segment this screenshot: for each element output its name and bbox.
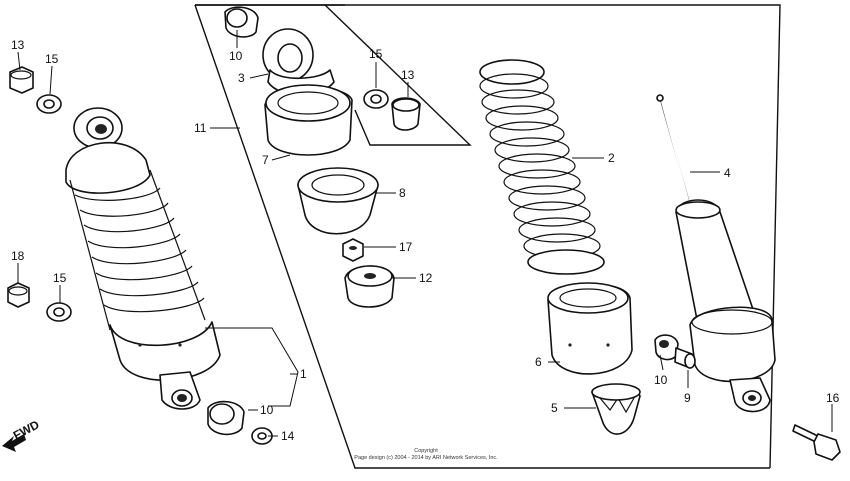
callout-16: 16: [826, 391, 840, 405]
shock-spring-part-2: [479, 59, 605, 275]
callout-6: 6: [535, 355, 542, 369]
washer-part-15-left-top: [36, 94, 62, 114]
callout-14: 14: [281, 429, 295, 443]
callout-17: 17: [399, 240, 413, 254]
adjuster-part-5: [591, 383, 641, 435]
callout-8: 8: [399, 186, 406, 200]
stopper-part-8: [297, 167, 379, 235]
nut-part-17: [342, 238, 364, 262]
upper-joint-part-3: [262, 28, 335, 96]
copyright-notice: Copyright Page design (c) 2004 - 2014 by…: [354, 448, 498, 461]
forward-direction-indicator: FWD: [2, 417, 42, 452]
bump-rubber-part-12: [344, 265, 395, 308]
bushing-part-10-right: [654, 334, 679, 361]
callout-10-top: 10: [229, 49, 243, 63]
collar-part-13-center: [391, 97, 421, 131]
leader-lines: [17, 30, 833, 437]
callout-9: 9: [684, 391, 691, 405]
callout-13-left: 13: [11, 38, 25, 52]
callout-12: 12: [419, 271, 433, 285]
spring-seat-part-7: [264, 84, 353, 156]
damper-unit-part-4: [656, 94, 776, 413]
callout-15-left-top: 15: [45, 52, 59, 66]
copyright-line-1: Copyright: [414, 448, 438, 454]
bolt-part-16: [792, 424, 841, 461]
callout-18: 18: [11, 249, 25, 263]
callout-11: 11: [194, 121, 207, 135]
callout-10-left: 10: [260, 403, 274, 417]
fwd-label: FWD: [11, 417, 42, 442]
assembly-outline-frames: [194, 4, 781, 469]
callout-labels: 13 15 18 15 1 10 14 10 3 11 7 8 17 12 15…: [11, 38, 840, 443]
callout-15-center: 15: [369, 47, 383, 61]
callout-3: 3: [238, 71, 245, 85]
nut-part-13-left: [9, 66, 34, 94]
callout-1: 1: [300, 367, 307, 381]
callout-2: 2: [608, 151, 615, 165]
callout-13-center: 13: [401, 68, 415, 82]
spring-seat-part-6: [547, 282, 633, 375]
washer-part-15-center: [363, 89, 389, 109]
callout-5: 5: [551, 401, 558, 415]
callout-10-right: 10: [654, 373, 668, 387]
callout-15-left-bottom: 15: [53, 271, 67, 285]
bushing-part-10-left: [207, 400, 245, 436]
complete-shock-absorber-part-1: [65, 107, 221, 410]
callout-4: 4: [724, 166, 731, 180]
collar-part-9: [674, 347, 696, 369]
nut-part-18: [7, 282, 30, 308]
bushing-part-10-top: [224, 6, 259, 38]
fwd-arrow-icon: [2, 434, 26, 452]
copyright-line-2: Page design (c) 2004 - 2014 by ARI Netwo…: [354, 455, 498, 461]
callout-7: 7: [262, 153, 269, 167]
washer-part-15-left-bottom: [46, 302, 72, 322]
